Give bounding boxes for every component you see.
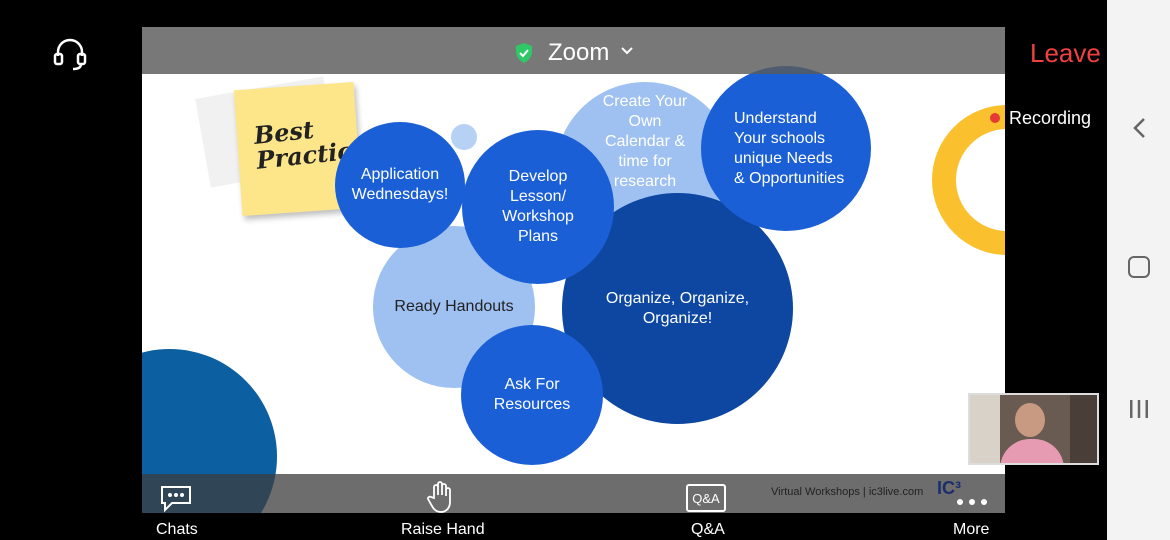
- more-button[interactable]: More: [953, 521, 990, 538]
- circle-resources: Ask For Resources: [461, 325, 603, 465]
- hand-icon[interactable]: [424, 480, 458, 514]
- more-dots-icon[interactable]: [956, 494, 988, 505]
- meeting-topbar: [142, 27, 1005, 74]
- recents-icon[interactable]: [1128, 398, 1150, 420]
- android-nav-bar: [1107, 0, 1170, 540]
- bottom-strip: [0, 513, 1107, 540]
- thumbnail-window: [970, 395, 1000, 463]
- circle-develop-text: Develop Lesson/ Workshop Plans: [502, 168, 574, 245]
- meeting-title[interactable]: Zoom: [548, 39, 610, 66]
- chats-button[interactable]: Chats: [156, 521, 198, 538]
- shield-check-icon: [514, 42, 534, 64]
- qa-icon[interactable]: Q&A: [686, 484, 726, 512]
- chat-icon[interactable]: [158, 483, 194, 513]
- headset-icon[interactable]: [52, 36, 88, 72]
- left-panel: [0, 0, 142, 540]
- leave-button[interactable]: Leave: [1030, 38, 1101, 68]
- circle-application: Application Wednesdays!: [335, 122, 465, 248]
- ic3-logo: IC³: [937, 478, 961, 498]
- circle-organize-text: Organize, Organize, Organize!: [605, 289, 750, 327]
- thumbnail-shelf: [1070, 395, 1097, 463]
- qa-button[interactable]: Q&A: [691, 521, 725, 538]
- participant-face: [1015, 403, 1045, 437]
- chevron-down-icon[interactable]: [620, 44, 634, 58]
- back-icon[interactable]: [1128, 116, 1152, 140]
- circle-understand-text: Understand Your schools unique Needs & O…: [734, 109, 845, 187]
- participant-video-thumbnail[interactable]: [968, 393, 1099, 465]
- recording-dot-icon: [990, 113, 1000, 123]
- bottom-toolbar: [142, 474, 1005, 513]
- circle-understand: Understand Your schools unique Needs & O…: [701, 66, 871, 231]
- home-icon[interactable]: [1128, 256, 1150, 278]
- circle-calendar-text: Create Your Own Calendar & time for rese…: [602, 93, 688, 190]
- raise-hand-button[interactable]: Raise Hand: [401, 521, 485, 538]
- participant-body: [1000, 439, 1064, 463]
- circle-resources-text: Ask For Resources: [493, 376, 571, 413]
- slide-footer-text: Virtual Workshops | ic3live.com: [771, 486, 924, 498]
- recording-label: Recording: [1009, 108, 1092, 128]
- circle-develop: Develop Lesson/ Workshop Plans: [462, 130, 614, 284]
- circle-handouts-text: Ready Handouts: [394, 298, 514, 315]
- yellow-ring-decoration: [932, 105, 1005, 255]
- small-dot-decoration: [451, 124, 477, 150]
- circle-application-text: Application Wednesdays!: [351, 166, 449, 203]
